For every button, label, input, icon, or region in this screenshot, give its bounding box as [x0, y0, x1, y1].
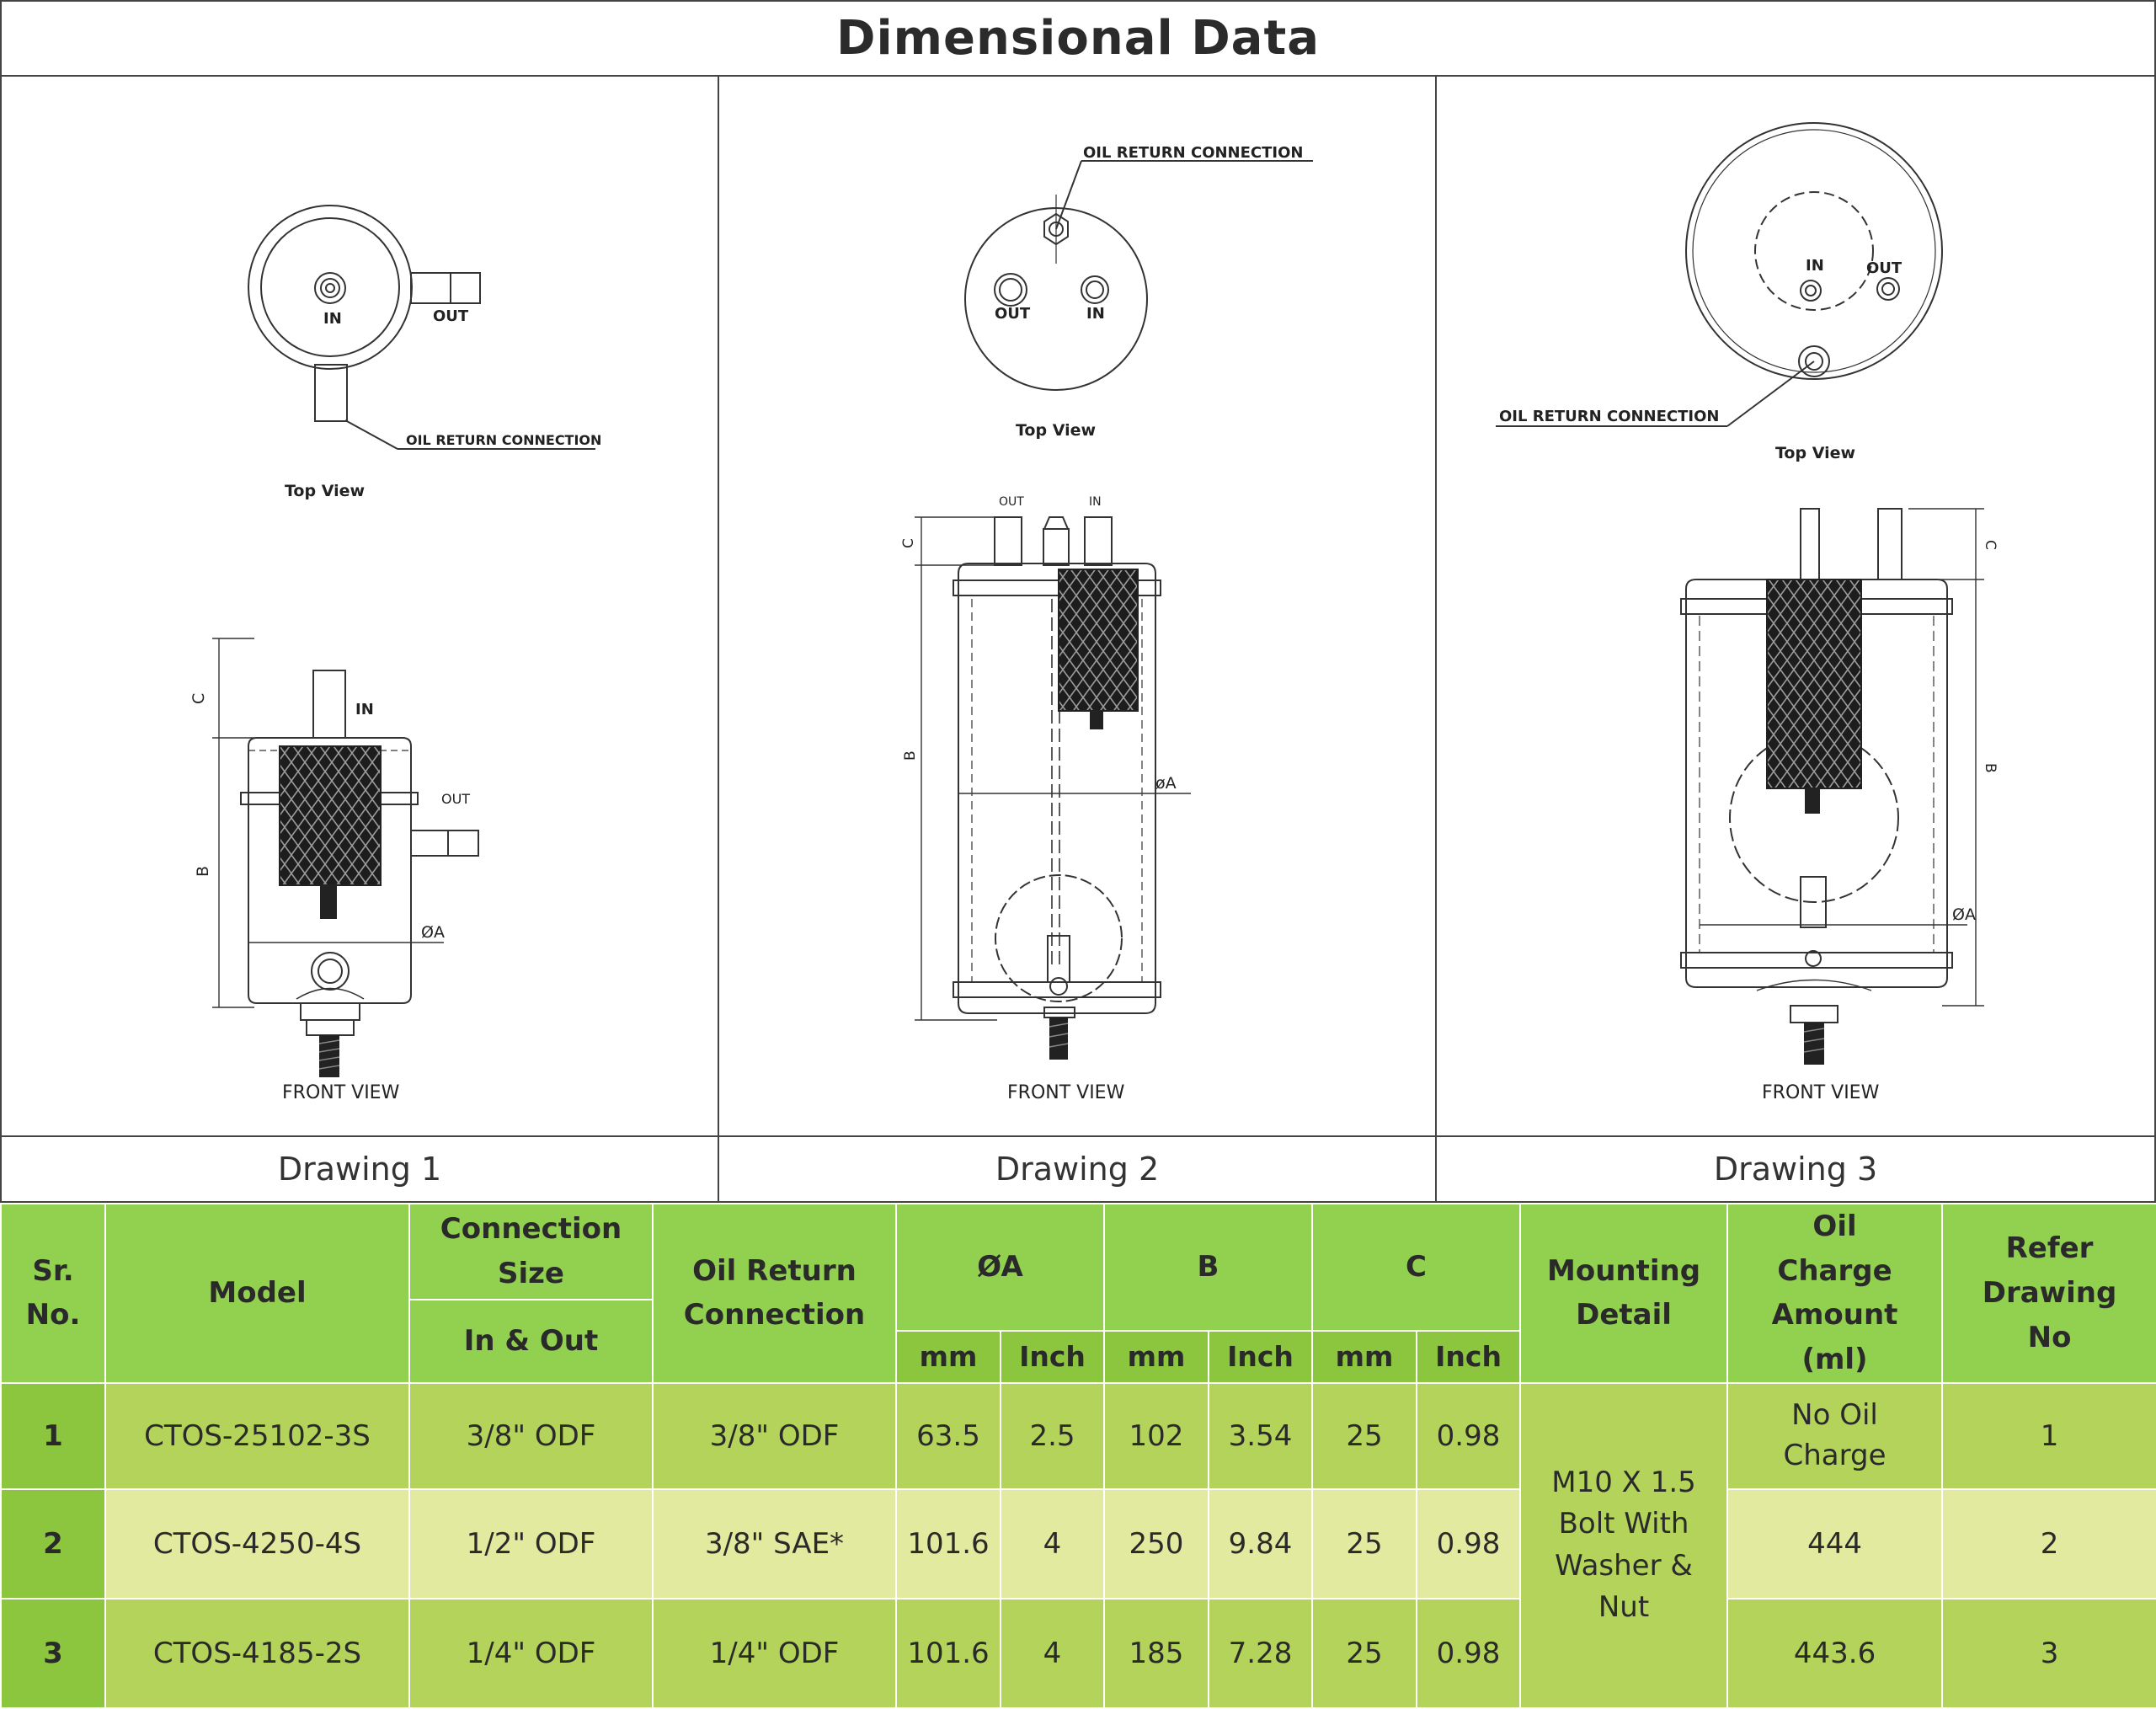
drawing-3-panel: IN OUT OIL RETURN CONNECTION Top View C …: [1437, 77, 2156, 1137]
cell-oil-charge: No Oil Charge: [1726, 1381, 1944, 1490]
d1-out-label: OUT: [433, 307, 469, 325]
d3-front-view-label: FRONT VIEW: [1762, 1082, 1880, 1103]
header-sr-no: Sr. No.: [0, 1203, 106, 1384]
d1-in-label: IN: [323, 310, 342, 328]
cell-oil-charge: 443.6: [1726, 1597, 1944, 1709]
cell-a-inch: 4: [1000, 1487, 1105, 1600]
d3-dim-a-label: ØA: [1952, 905, 1976, 924]
d2-dim-c-label: C: [900, 538, 917, 548]
header-oil-return: Oil Return Connection: [652, 1203, 897, 1384]
cell-a-inch: 2.5: [1000, 1381, 1105, 1490]
table-row: 3 CTOS-4185-2S 1/4" ODF 1/4" ODF 101.6 4…: [0, 1597, 2156, 1709]
d3-out-label: OUT: [1866, 259, 1903, 277]
header-dim-b: B: [1102, 1203, 1314, 1332]
cell-a-mm: 101.6: [895, 1597, 1001, 1709]
header-dim-a: ØA: [895, 1203, 1105, 1332]
cell-c-mm: 25: [1311, 1381, 1418, 1490]
cell-b-inch: 7.28: [1207, 1597, 1314, 1709]
cell-oil-return: 1/4" ODF: [652, 1597, 897, 1709]
d3-in-label: IN: [1806, 257, 1824, 275]
table-row: 2 CTOS-4250-4S 1/2" ODF 3/8" SAE* 101.6 …: [0, 1487, 2156, 1600]
d2-in-label-front: IN: [1089, 495, 1102, 509]
header-model: Model: [104, 1203, 410, 1384]
cell-a-mm: 63.5: [895, 1381, 1001, 1490]
cell-c-mm: 25: [1311, 1597, 1418, 1709]
d1-dim-b-label: B: [194, 866, 212, 877]
cell-oil-return: 3/8" ODF: [652, 1381, 897, 1490]
cell-oil-charge: 444: [1726, 1487, 1944, 1600]
d2-out-label-front: OUT: [999, 495, 1024, 509]
cell-b-mm: 250: [1103, 1487, 1209, 1600]
d2-front-view-label: FRONT VIEW: [1007, 1082, 1125, 1103]
d3-dim-b-label: B: [1982, 763, 1999, 773]
cell-oil-return: 3/8" SAE*: [652, 1487, 897, 1600]
d1-oil-return-label: OIL RETURN CONNECTION: [406, 432, 601, 448]
d3-dim-c-label: C: [1982, 540, 1999, 550]
header-refer-drawing: Refer Drawing No: [1941, 1203, 2156, 1384]
header-in-out: In & Out: [408, 1299, 654, 1384]
cell-b-mm: 185: [1103, 1597, 1209, 1709]
cell-connection: 3/8" ODF: [408, 1381, 654, 1490]
page-title: Dimensional Data: [0, 0, 2156, 77]
header-oil-charge: Oil Charge Amount (ml): [1726, 1203, 1944, 1384]
table-row: 1 CTOS-25102-3S 3/8" ODF 3/8" ODF 63.5 2…: [0, 1381, 2156, 1709]
cell-c-inch: 0.98: [1416, 1487, 1522, 1600]
cell-refer: 1: [1941, 1381, 2156, 1490]
d3-oil-return-label: OIL RETURN CONNECTION: [1499, 408, 1719, 425]
cell-model: CTOS-4185-2S: [104, 1597, 410, 1709]
cell-refer: 2: [1941, 1487, 2156, 1600]
cell-a-inch: 4: [1000, 1597, 1105, 1709]
cell-model: CTOS-4250-4S: [104, 1487, 410, 1600]
header-dim-c: C: [1311, 1203, 1522, 1332]
d2-top-view-label: Top View: [1016, 421, 1096, 440]
cell-c-mm: 25: [1311, 1487, 1418, 1600]
cell-connection: 1/4" ODF: [408, 1597, 654, 1709]
header-b-inch: Inch: [1207, 1329, 1314, 1384]
cell-a-mm: 101.6: [895, 1487, 1001, 1600]
d1-in-label-front: IN: [355, 701, 374, 718]
drawing-2-panel: OIL RETURN CONNECTION OUT IN Top View OU…: [719, 77, 1437, 1137]
drawing-3-caption: Drawing 3: [1437, 1137, 2156, 1203]
drawing-1-panel: IN OUT OIL RETURN CONNECTION Top View IN…: [0, 77, 719, 1137]
cell-connection: 1/2" ODF: [408, 1487, 654, 1600]
d1-dim-a-label: ØA: [421, 923, 445, 942]
cell-b-inch: 9.84: [1207, 1487, 1314, 1600]
cell-c-inch: 0.98: [1416, 1381, 1522, 1490]
header-a-mm: mm: [895, 1329, 1001, 1384]
cell-sr: 3: [0, 1597, 106, 1709]
header-a-inch: Inch: [1000, 1329, 1105, 1384]
drawing-2-figure: OIL RETURN CONNECTION OUT IN Top View OU…: [900, 144, 1313, 1103]
d2-dim-a-label: øA: [1155, 774, 1177, 793]
drawings-area: IN OUT OIL RETURN CONNECTION Top View IN…: [0, 77, 2156, 1137]
spec-table: Sr. No. Model Connection Size Oil Return…: [0, 1203, 2156, 1709]
cell-mounting-detail: M10 X 1.5 Bolt With Washer & Nut: [1519, 1381, 1729, 1709]
cell-b-inch: 3.54: [1207, 1381, 1314, 1490]
cell-sr: 1: [0, 1381, 106, 1490]
cell-b-mm: 102: [1103, 1381, 1209, 1490]
d1-dim-c-label: C: [189, 693, 208, 704]
cell-sr: 2: [0, 1487, 106, 1600]
header-b-mm: mm: [1103, 1329, 1209, 1384]
drawing-1-caption: Drawing 1: [0, 1137, 719, 1203]
header-c-inch: Inch: [1416, 1329, 1522, 1384]
drawing-3-figure: IN OUT OIL RETURN CONNECTION Top View C …: [1496, 122, 1999, 1103]
d2-out-label: OUT: [995, 305, 1031, 323]
cell-model: CTOS-25102-3S: [104, 1381, 410, 1490]
d2-in-label: IN: [1086, 305, 1105, 323]
d2-oil-return-label: OIL RETURN CONNECTION: [1083, 144, 1303, 162]
d3-top-view-label: Top View: [1775, 444, 1855, 462]
d1-top-view-label: Top View: [285, 482, 365, 500]
d1-front-view-label: FRONT VIEW: [282, 1082, 400, 1103]
header-c-mm: mm: [1311, 1329, 1418, 1384]
drawing-1-figure: IN OUT OIL RETURN CONNECTION Top View IN…: [189, 205, 601, 1103]
header-mounting: Mounting Detail: [1519, 1203, 1729, 1384]
drawing-2-caption: Drawing 2: [719, 1137, 1437, 1203]
d1-out-label-front: OUT: [441, 791, 470, 807]
d2-dim-b-label: B: [902, 750, 919, 761]
cell-refer: 3: [1941, 1597, 2156, 1709]
cell-c-inch: 0.98: [1416, 1597, 1522, 1709]
header-connection-size: Connection Size: [408, 1203, 654, 1300]
